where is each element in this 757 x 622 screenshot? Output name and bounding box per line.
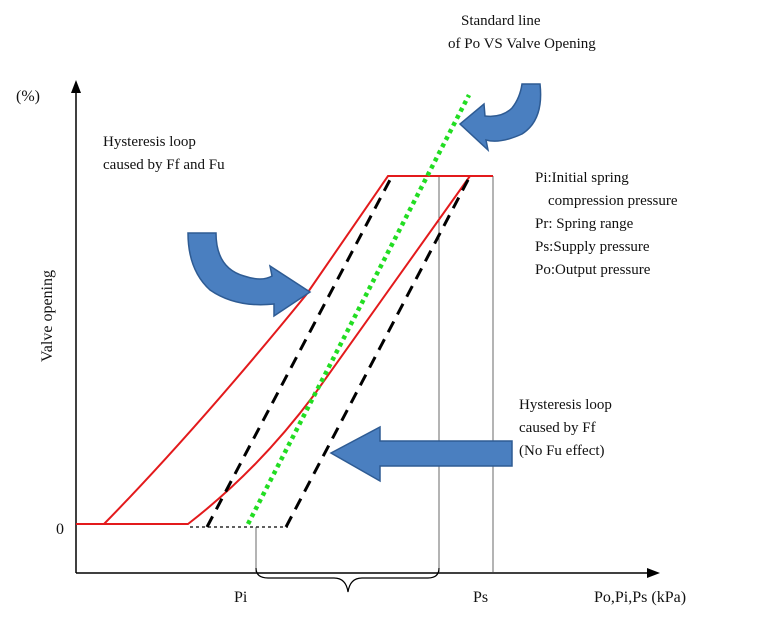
arrow-hysteresis-ff: [329, 425, 513, 483]
y-axis-unit: (%): [16, 88, 40, 105]
hysteresis-ff-label-2: caused by Ff: [519, 420, 596, 436]
hysteresis-ff-fu-lower-curve: [76, 175, 471, 525]
hysteresis-ff-fu-upper-curve: [76, 175, 493, 525]
x-axis-arrowhead: [647, 568, 660, 578]
hysteresis-ff-right-line: [284, 177, 471, 528]
standard-line-label-1: Standard line: [461, 13, 541, 29]
spring-range-brace: [255, 567, 440, 593]
legend-pr: Pr: Spring range: [535, 216, 634, 232]
y-axis-label: Valve opening: [39, 270, 56, 362]
x-tick-pi: Pi: [234, 589, 248, 606]
x-tick-ps: Ps: [473, 589, 488, 606]
hysteresis-ff-fu-label-2: caused by Ff and Fu: [103, 157, 225, 173]
y-axis-arrowhead: [71, 80, 81, 93]
legend-ps: Ps:Supply pressure: [535, 239, 650, 255]
arrow-standard-line: [458, 83, 542, 153]
hysteresis-ff-fu-label-1: Hysteresis loop: [103, 134, 196, 150]
hysteresis-ff-label-3: (No Fu effect): [519, 443, 605, 459]
hysteresis-ff-label-1: Hysteresis loop: [519, 397, 612, 413]
arrow-hysteresis-ff-fu: [187, 232, 312, 318]
legend-pi-2: compression pressure: [548, 193, 678, 209]
x-axis-label: Po,Pi,Ps (kPa): [594, 589, 686, 606]
legend-po: Po:Output pressure: [535, 262, 651, 278]
hysteresis-ff-left-line: [205, 177, 393, 528]
standard-line-label-2: of Po VS Valve Opening: [448, 36, 596, 52]
legend-pi-1: Pi:Initial spring: [535, 170, 629, 186]
standard-line: [245, 93, 472, 526]
y-zero-tick: 0: [56, 521, 64, 538]
